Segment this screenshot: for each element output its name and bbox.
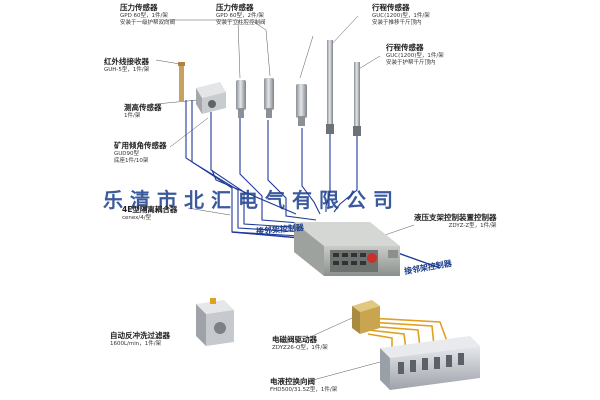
isolator-title: 4E型隔离耦合器 <box>122 205 178 214</box>
network-lines <box>231 231 441 269</box>
pressure-sensor-1-title: 压力传感器 <box>120 3 158 12</box>
stroke-sensor-2-spec: GUC(1200)型，1件/架 安装于护帮千斤顶内 <box>386 53 444 66</box>
label-pressure-sensor-1: 压力传感器 GPD 60型，1件/架 安装于一级护帮双向阀 <box>120 2 175 27</box>
pressure-sensor-2 <box>264 78 274 118</box>
stroke-sensor-2 <box>353 62 361 136</box>
solenoid-driver <box>352 300 380 334</box>
pressure-sensor-1 <box>236 80 246 118</box>
label-ir-receiver: 红外线接收器 GUH-5型，1件/架 <box>104 56 149 74</box>
height-sensor-title: 测高传感器 <box>124 103 162 112</box>
pressure-sensor-2-spec: GPD 60型，2件/架 安装于立柱腔控制阀 <box>216 13 266 26</box>
stroke-sensor-1-spec: GUC(1200)型，1件/架 安装于推移千斤顶内 <box>372 13 430 26</box>
pressure-sensor-2-title: 压力传感器 <box>216 3 254 12</box>
valve-title: 电液控换向阀 <box>270 377 315 386</box>
controller-title: 液压支架控制装置控制器 <box>414 213 497 222</box>
label-solenoid-driver: 电磁阀驱动器 ZDYZ26-Q型，1件/架 <box>272 334 328 352</box>
ir-receiver-spec: GUH-5型，1件/架 <box>104 67 150 73</box>
filter-spec: 1600L/min，1件/架 <box>110 341 162 347</box>
controller-spec: ZDYZ-Z型，1件/架 <box>448 223 497 229</box>
valve-spec: FHD500/31.5Z型，1件/架 <box>270 387 338 393</box>
stroke-sensor-2-title: 行程传感器 <box>386 43 424 52</box>
angle-sensor-title: 矿用倾角传感器 <box>114 141 167 150</box>
height-sensor-spec: 1件/架 <box>124 113 141 119</box>
label-stroke-sensor-1: 行程传感器 GUC(1200)型，1件/架 安装于推移千斤顶内 <box>372 2 430 27</box>
label-height-sensor: 测高传感器 1件/架 <box>124 102 162 120</box>
auto-backflush-filter <box>196 298 234 346</box>
label-stroke-sensor-2: 行程传感器 GUC(1200)型，1件/架 安装于护帮千斤顶内 <box>386 42 444 67</box>
solenoid-driver-spec: ZDYZ26-Q型，1件/架 <box>272 345 328 351</box>
pressure-sensor-1-spec: GPD 60型，1件/架 安装于一级护帮双向阀 <box>120 13 176 26</box>
label-angle-sensor: 矿用倾角传感器 GUD90型 底座1件/10架 <box>114 140 167 165</box>
electro-hydraulic-valve <box>380 336 480 390</box>
ir-receiver <box>178 62 185 102</box>
isolator-spec: cenex/4/型 <box>122 215 152 221</box>
stroke-sensor-1-title: 行程传感器 <box>372 3 410 12</box>
company-watermark: 乐清市北汇电气有限公司 <box>103 188 400 212</box>
stroke-sensor-1 <box>326 40 334 134</box>
controller-unit <box>294 222 400 276</box>
solenoid-driver-title: 电磁阀驱动器 <box>272 335 317 344</box>
height-sensor <box>196 82 226 114</box>
label-controller: 液压支架控制装置控制器 ZDYZ-Z型，1件/架 <box>414 212 497 230</box>
label-pressure-sensor-2: 压力传感器 GPD 60型，2件/架 安装于立柱腔控制阀 <box>216 2 266 27</box>
label-valve: 电液控换向阀 FHD500/31.5Z型，1件/架 <box>270 376 337 394</box>
angle-sensor-spec: GUD90型 底座1件/10架 <box>114 151 149 164</box>
label-isolator: 4E型隔离耦合器 cenex/4/型 <box>122 204 177 222</box>
pressure-sensor-3 <box>296 84 307 126</box>
label-filter: 自动反冲洗过滤器 1600L/min，1件/架 <box>110 330 170 348</box>
ir-receiver-title: 红外线接收器 <box>104 57 149 66</box>
filter-title: 自动反冲洗过滤器 <box>110 331 170 340</box>
